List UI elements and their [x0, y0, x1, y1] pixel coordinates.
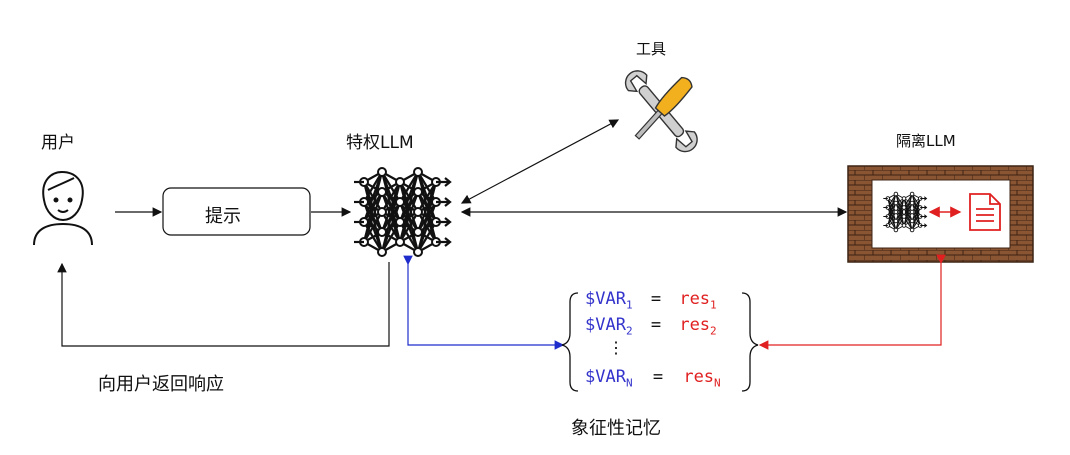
memory-var: $VAR [585, 289, 626, 309]
memory-var-sub: N [625, 376, 633, 390]
arrow-response-to-user [57, 262, 390, 347]
memory-eq: = [650, 289, 662, 309]
quarantined-llm-icon [883, 191, 928, 233]
prompt-label: 提示 [205, 206, 241, 227]
memory-res-sub: 1 [710, 298, 717, 312]
memory-right-brace [741, 292, 759, 392]
memory-var-sub: 1 [625, 298, 633, 312]
memory-res-sub: 2 [710, 324, 717, 338]
memory-eq: = [650, 315, 662, 335]
user-label: 用户 [41, 133, 75, 153]
memory-var: $VAR [585, 315, 626, 335]
arrow-privileged-llm-tools [460, 119, 620, 204]
symbolic-memory-label: 象征性记忆 [571, 418, 661, 439]
memory-res-sub: N [714, 376, 721, 390]
memory-left-brace [561, 292, 579, 392]
memory-res: res [683, 367, 715, 387]
wrench-screwdriver-icon [624, 70, 698, 153]
arrow-memory-privileged-llm [403, 255, 565, 350]
user-icon [33, 170, 93, 246]
memory-row: $VAR2 = res2 [585, 315, 717, 337]
memory-row: $VARN = resN [585, 367, 721, 389]
privileged-llm-label: 特权LLM [346, 133, 414, 153]
memory-res: res [679, 315, 711, 335]
memory-row: $VAR1 = res1 [585, 289, 717, 311]
quarantine-enclosure [847, 165, 1034, 263]
respond-label: 向用户返回响应 [98, 374, 224, 395]
memory-res: res [679, 289, 711, 309]
quarantined-llm-label: 隔离LLM [896, 132, 956, 150]
arrow-quarantined-llm-memory [758, 254, 946, 350]
document-icon [969, 193, 1001, 231]
prompt-box [162, 187, 311, 236]
privileged-llm-icon [354, 167, 452, 257]
memory-var-sub: 2 [625, 324, 633, 338]
memory-ellipsis: ⋮ [608, 338, 624, 357]
tools-label: 工具 [636, 40, 667, 58]
memory-var: $VAR [585, 367, 626, 387]
memory-eq: = [652, 367, 664, 387]
